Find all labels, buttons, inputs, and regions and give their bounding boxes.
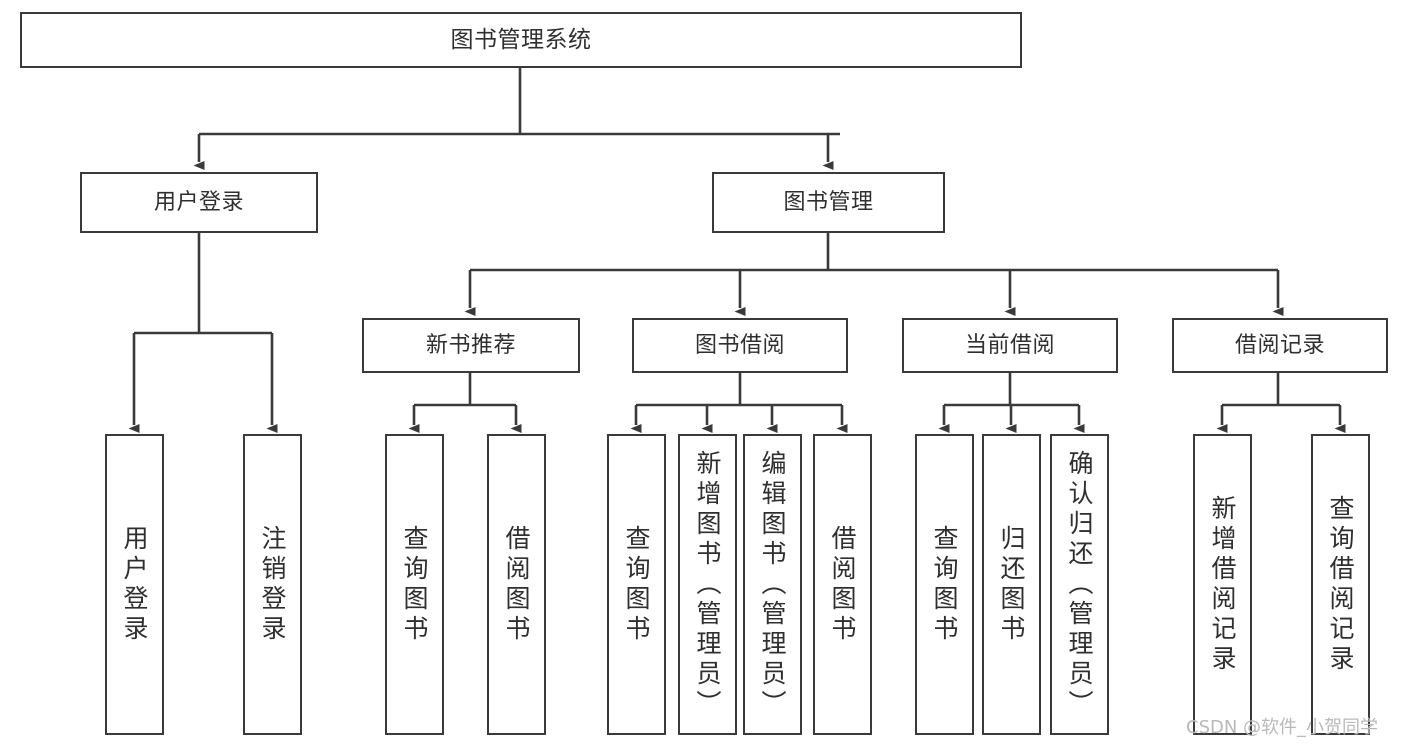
leaf-borrow-book-2-label: 借阅图书: [828, 524, 857, 645]
leaf-add-book[interactable]: 新增图书（管理员）: [678, 434, 737, 735]
leaf-add-book-label: 新增图书（管理员）: [693, 449, 722, 720]
leaf-query-book-3-label: 查询图书: [930, 524, 959, 645]
leaf-query-book-1-label: 查询图书: [400, 524, 429, 645]
leaf-user-logout-label: 注销登录: [258, 524, 287, 645]
node-current-borrow-label: 当前借阅: [964, 332, 1055, 358]
node-root-label: 图书管理系统: [450, 26, 592, 53]
leaf-add-record[interactable]: 新增借阅记录: [1193, 434, 1252, 735]
leaf-query-record-label: 查询借阅记录: [1326, 494, 1355, 675]
leaf-confirm-return-label: 确认归还（管理员）: [1065, 449, 1094, 720]
node-user-login[interactable]: 用户登录: [80, 172, 318, 233]
leaf-add-record-label: 新增借阅记录: [1208, 494, 1237, 675]
node-book-manage-label: 图书管理: [783, 189, 874, 215]
leaf-user-login-label: 用户登录: [120, 524, 149, 645]
node-root[interactable]: 图书管理系统: [20, 12, 1022, 68]
node-book-borrow-label: 图书借阅: [694, 332, 785, 358]
leaf-return-book[interactable]: 归还图书: [982, 434, 1041, 735]
leaf-return-book-label: 归还图书: [997, 524, 1026, 645]
leaf-borrow-book-1-label: 借阅图书: [502, 524, 531, 645]
node-borrow-record-label: 借阅记录: [1234, 332, 1325, 358]
leaf-borrow-book-1[interactable]: 借阅图书: [487, 434, 546, 735]
leaf-edit-book-label: 编辑图书（管理员）: [758, 449, 787, 720]
leaf-query-book-3[interactable]: 查询图书: [915, 434, 974, 735]
node-user-login-label: 用户登录: [153, 189, 244, 215]
node-book-borrow[interactable]: 图书借阅: [632, 318, 848, 373]
node-new-book-recommend-label: 新书推荐: [425, 332, 516, 358]
leaf-query-record[interactable]: 查询借阅记录: [1311, 434, 1370, 735]
leaf-user-logout[interactable]: 注销登录: [243, 434, 302, 735]
node-borrow-record[interactable]: 借阅记录: [1172, 318, 1388, 373]
node-new-book-recommend[interactable]: 新书推荐: [362, 318, 580, 373]
leaf-query-book-2-label: 查询图书: [622, 524, 651, 645]
watermark: CSDN @软件_小贺同学: [1186, 717, 1379, 738]
leaf-borrow-book-2[interactable]: 借阅图书: [813, 434, 872, 735]
node-current-borrow[interactable]: 当前借阅: [902, 318, 1118, 373]
node-book-manage[interactable]: 图书管理: [712, 172, 945, 233]
leaf-confirm-return[interactable]: 确认归还（管理员）: [1050, 434, 1109, 735]
leaf-query-book-1[interactable]: 查询图书: [385, 434, 444, 735]
leaf-query-book-2[interactable]: 查询图书: [607, 434, 666, 735]
leaf-user-login[interactable]: 用户登录: [105, 434, 164, 735]
leaf-edit-book[interactable]: 编辑图书（管理员）: [743, 434, 802, 735]
